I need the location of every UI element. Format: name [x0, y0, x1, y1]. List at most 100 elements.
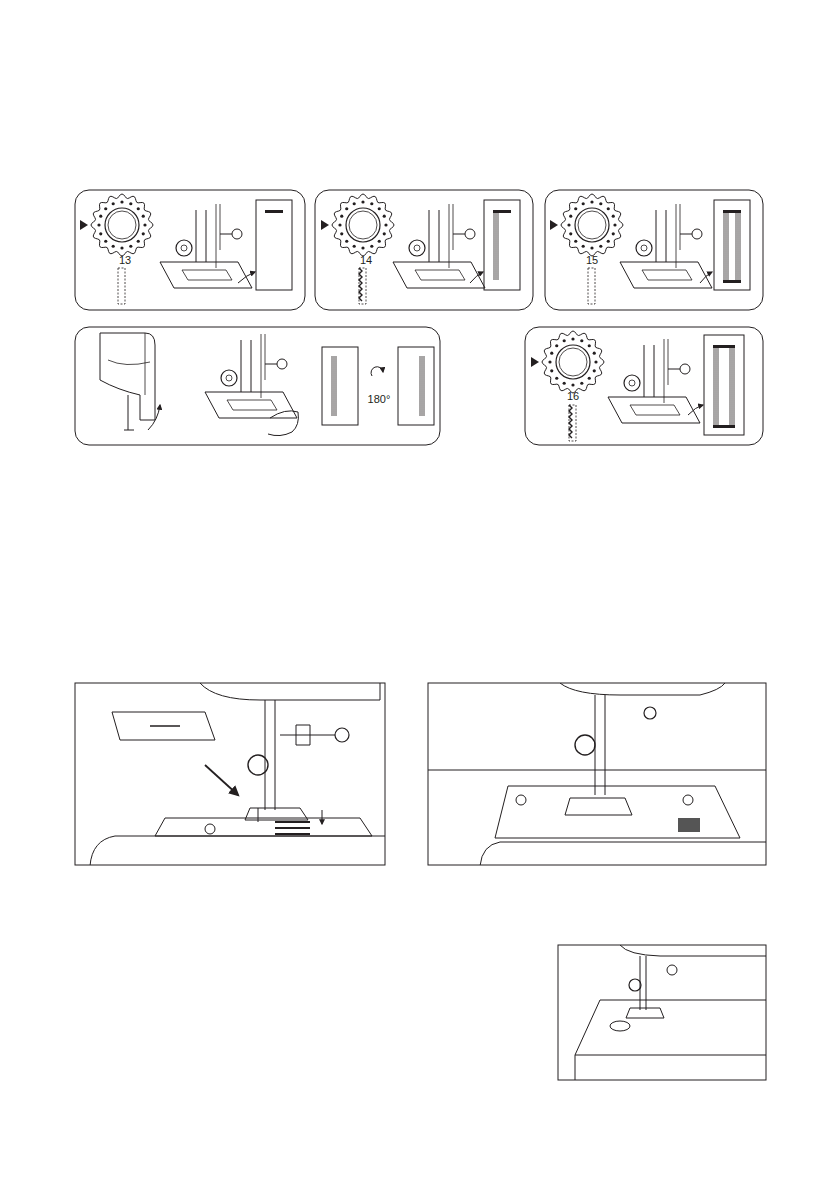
- machine-bed: [90, 836, 385, 865]
- foot-slot: [415, 270, 465, 280]
- buttonhole-result: [714, 200, 750, 290]
- extension-plate: [495, 786, 740, 838]
- buttonhole-result: [398, 347, 434, 425]
- plate-hole: [205, 824, 215, 834]
- dial-mark: [593, 352, 596, 355]
- stitch-number: 14: [360, 255, 372, 266]
- stitch-column: [713, 348, 719, 424]
- plate-hole: [610, 1021, 630, 1031]
- foot-knob: [624, 375, 640, 391]
- needle: [676, 204, 680, 268]
- machine-bed: [428, 770, 766, 865]
- dial-mark: [612, 215, 615, 218]
- dial-mark: [97, 223, 100, 226]
- foot-slot: [227, 400, 277, 410]
- panel-frame: [75, 190, 305, 310]
- stitch-number: 16: [567, 391, 579, 402]
- dial-mark: [353, 202, 356, 205]
- bartack: [713, 345, 735, 348]
- bartack: [265, 210, 283, 213]
- result-frame: [322, 347, 358, 425]
- presser-bar: [644, 345, 654, 397]
- presser-bar: [265, 700, 275, 810]
- dial-mark: [571, 337, 574, 340]
- bartack: [713, 425, 735, 428]
- dial-mark: [99, 215, 102, 218]
- dial-mark: [383, 232, 386, 235]
- presser-foot: [626, 1008, 664, 1018]
- buttonhole-foot: [160, 204, 252, 288]
- dial-hub: [108, 211, 136, 239]
- buttonhole-result: [322, 347, 358, 425]
- foot-sole: [608, 397, 700, 423]
- clamp-screw-stem: [265, 364, 277, 365]
- stitch-column: [735, 213, 741, 279]
- dial-ring: [346, 208, 380, 242]
- dial-mark: [345, 207, 348, 210]
- dial-mark: [370, 245, 373, 248]
- dial-mark: [582, 202, 585, 205]
- presser-foot: [245, 808, 308, 820]
- result-frame: [714, 200, 750, 290]
- machine-arm: [560, 683, 725, 695]
- stitch-column: [493, 213, 499, 279]
- dial-ring: [556, 345, 590, 379]
- clamp-screw-stem: [220, 234, 232, 235]
- dial-pointer: [550, 220, 558, 230]
- buttonhole-foot: [393, 204, 485, 288]
- panel-frame: [525, 327, 763, 445]
- dial-mark: [612, 232, 615, 235]
- dial-mark: [580, 339, 583, 342]
- dial-mark: [563, 382, 566, 385]
- buttonhole-foot: [205, 334, 297, 418]
- machine-head-side: [100, 333, 160, 430]
- stitch-dial: [531, 331, 604, 393]
- stitch-outline: [118, 268, 125, 304]
- presser-bar: [656, 210, 666, 262]
- machine-arm: [620, 945, 766, 956]
- result-frame: [398, 347, 434, 425]
- buttonhole-foot: [620, 204, 712, 288]
- dial-mark: [590, 246, 593, 249]
- foot-knob: [629, 979, 641, 991]
- foot-knob: [176, 240, 192, 256]
- dial-rim: [561, 194, 623, 256]
- dial-mark: [378, 240, 381, 243]
- clamp-screw: [644, 707, 656, 719]
- foot-sole: [393, 262, 485, 288]
- pointer-arrow: [688, 405, 703, 415]
- needle: [449, 204, 453, 268]
- needle: [216, 204, 220, 268]
- bartack: [723, 210, 741, 213]
- foot-sole: [205, 392, 297, 418]
- needle-plate: [155, 818, 372, 836]
- extension-plate: [112, 712, 215, 740]
- dial-mark: [567, 223, 570, 226]
- dial-mark: [550, 352, 553, 355]
- dial-mark: [607, 240, 610, 243]
- dial-mark: [613, 223, 616, 226]
- dial-mark: [588, 377, 591, 380]
- clamp-screw: [667, 965, 677, 975]
- dial-mark: [340, 215, 343, 218]
- dial-mark: [571, 383, 574, 386]
- dial-mark: [112, 245, 115, 248]
- clamp-screw: [680, 364, 690, 374]
- photo-frame: [428, 683, 766, 865]
- dial-mark: [582, 245, 585, 248]
- dial-ring: [575, 208, 609, 242]
- presser-bar: [595, 695, 605, 795]
- photo-content: [428, 683, 766, 865]
- dial-mark: [590, 200, 593, 203]
- foot-knob-center: [629, 380, 635, 386]
- dial-ring: [105, 208, 139, 242]
- dial-mark: [99, 232, 102, 235]
- dial-mark: [104, 240, 107, 243]
- foot-knob-center: [226, 375, 232, 381]
- dial-mark: [361, 246, 364, 249]
- rotation-angle: 180°: [368, 394, 391, 405]
- photo-content: [575, 945, 766, 1080]
- dial-mark: [555, 344, 558, 347]
- panel-frame: [315, 190, 533, 310]
